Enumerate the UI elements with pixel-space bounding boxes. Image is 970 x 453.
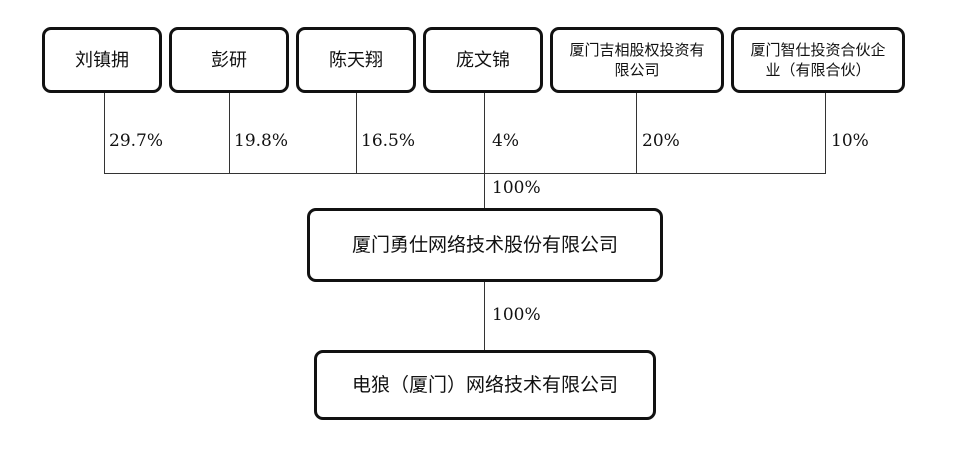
- shareholder-box-liu-zhenyong: 刘镇拥: [42, 27, 162, 93]
- share-percent-xiamen-zhishi: 10%: [831, 131, 869, 151]
- shareholder-name: 庞文锦: [456, 49, 510, 71]
- shareholder-name: 刘镇拥: [75, 49, 129, 71]
- shareholder-name: 陈天翔: [329, 49, 383, 71]
- connector-line: [484, 173, 485, 208]
- connector-line: [229, 93, 230, 174]
- subsidiary-company-box: 电狼（厦门）网络技术有限公司: [314, 350, 656, 420]
- shareholder-name: 厦门吉相股权投资有限公司: [569, 41, 705, 79]
- share-percent-peng-yan: 19.8%: [234, 131, 289, 151]
- connector-line: [356, 93, 357, 174]
- connector-line: [825, 93, 826, 174]
- share-percent-chen-tianxiang: 16.5%: [361, 131, 416, 151]
- bus-line: [104, 173, 826, 174]
- parent-company-name: 厦门勇仕网络技术股份有限公司: [351, 233, 618, 256]
- share-percent-xiamen-jixiang: 20%: [642, 131, 680, 151]
- subsidiary-share-percent: 100%: [492, 305, 541, 325]
- share-percent-pang-wenjin: 4%: [492, 131, 519, 151]
- connector-line: [636, 93, 637, 174]
- shareholder-box-xiamen-jixiang: 厦门吉相股权投资有限公司: [550, 27, 724, 93]
- parent-share-percent: 100%: [492, 178, 541, 198]
- shareholder-box-pang-wenjin: 庞文锦: [423, 27, 543, 93]
- shareholder-box-peng-yan: 彭研: [169, 27, 289, 93]
- connector-line: [484, 282, 485, 351]
- connector-line: [484, 93, 485, 174]
- shareholder-name: 厦门智仕投资合伙企业（有限合伙）: [750, 41, 886, 79]
- shareholder-box-chen-tianxiang: 陈天翔: [296, 27, 416, 93]
- connector-line: [104, 93, 105, 174]
- share-percent-liu-zhenyong: 29.7%: [109, 131, 164, 151]
- shareholder-name: 彭研: [211, 49, 247, 71]
- subsidiary-company-name: 电狼（厦门）网络技术有限公司: [351, 373, 618, 396]
- shareholder-box-xiamen-zhishi: 厦门智仕投资合伙企业（有限合伙）: [731, 27, 905, 93]
- parent-company-box: 厦门勇仕网络技术股份有限公司: [307, 208, 663, 282]
